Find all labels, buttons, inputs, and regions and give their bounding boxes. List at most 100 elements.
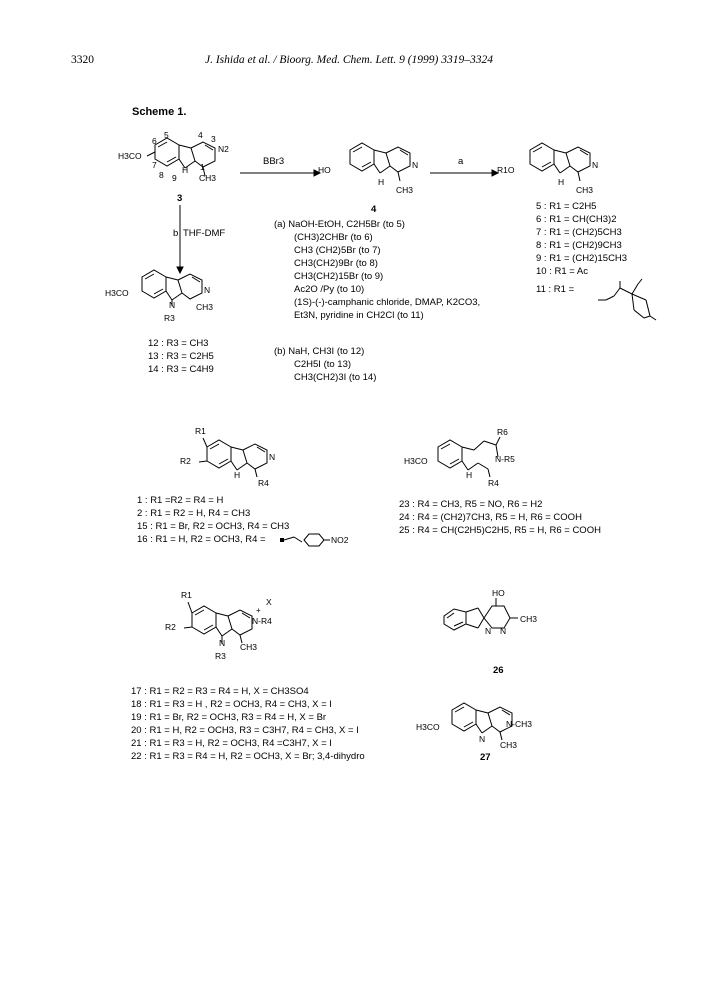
condition-line: (CH3)2CHBr (to 6) <box>294 232 373 243</box>
atom-h3co-12: H3CO <box>105 288 129 298</box>
atom-n-26-a: N <box>485 626 492 636</box>
atom-x-17: X <box>266 597 272 607</box>
atom-ch3-5: CH3 <box>576 185 594 195</box>
running-title: J. Ishida et al. / Bioorg. Med. Chem. Le… <box>205 54 493 66</box>
atom-h3co-23: H3CO <box>404 456 428 466</box>
atom-n-26-b: N <box>500 626 507 636</box>
scheme-title: Scheme 1. <box>132 106 187 118</box>
condition-line: (1S)-(-)-camphanic chloride, DMAP, K2CO3… <box>294 297 481 308</box>
compound-label-4: 4 <box>371 204 377 215</box>
atom-r4-23: R4 <box>488 478 499 488</box>
list-item: 6 : R1 = CH(CH3)2 <box>536 214 617 225</box>
atom-nr5-23: N-R5 <box>495 454 515 464</box>
condition-line: Et3N, pyridine in CH2Cl (to 11) <box>294 310 424 321</box>
arrow-label-a: a <box>458 156 464 167</box>
atom-nch3-27: N-CH3 <box>506 719 532 729</box>
structure-compound-26 <box>443 598 518 631</box>
structure-compound-3 <box>146 137 216 177</box>
nitrostyryl-structure <box>280 533 330 547</box>
arrow-b-reagent: THF-DMF <box>183 228 226 239</box>
arrow-label-bbr3: BBr3 <box>263 156 285 167</box>
atom-n-5: N <box>592 160 599 170</box>
list-item: 22 : R1 = R3 = R4 = H, R2 = OCH3, X = Br… <box>131 751 365 762</box>
list-compounds-17-22: 17 : R1 = R2 = R3 = R4 = H, X = CH3SO4 1… <box>131 685 365 763</box>
list-item: 24 : R4 = (CH2)7CH3, R5 = H, R6 = COOH <box>399 512 582 523</box>
arrow-b <box>176 205 184 275</box>
atom-num5-3: 5 <box>164 130 169 140</box>
list-item: 17 : R1 = R2 = R3 = R4 = H, X = CH3SO4 <box>131 686 309 697</box>
page-number: 3320 <box>71 54 94 66</box>
list-item: 15 : R1 = Br, R2 = OCH3, R4 = CH3 <box>137 521 290 532</box>
structure-compound-5-11 <box>529 142 591 182</box>
list-item: 12 : R3 = CH3 <box>148 338 209 349</box>
atom-r1-17: R1 <box>181 590 192 600</box>
list-item: 5 : R1 = C2H5 <box>536 201 597 212</box>
atom-num1-3: 1 <box>200 162 205 172</box>
atom-n9-27: N <box>479 734 486 744</box>
atom-h-23: H <box>466 470 473 480</box>
condition-line: CH3(CH2)3I (to 14) <box>294 372 377 383</box>
atom-n-1: N <box>269 452 276 462</box>
atom-n9-12: N <box>169 300 176 310</box>
condition-line: CH3(CH2)15Br (to 9) <box>294 271 384 282</box>
list-item: 23 : R4 = CH3, R5 = NO, R6 = H2 <box>399 499 543 510</box>
atom-r3-12: R3 <box>164 313 175 323</box>
condition-line: C2H5I (to 13) <box>294 359 352 370</box>
atom-num3-3: 3 <box>211 134 216 144</box>
atom-h3co-27: H3CO <box>416 722 440 732</box>
atom-ch3-17: CH3 <box>240 642 258 652</box>
atom-num6-3: 6 <box>152 136 157 146</box>
atom-ch3-27: CH3 <box>500 740 518 750</box>
atom-no2-16: NO2 <box>331 535 349 545</box>
list-compounds-23-25: 23 : R4 = CH3, R5 = NO, R6 = H2 24 : R4 … <box>399 498 601 537</box>
atom-h-1: H <box>234 470 241 480</box>
conditions-a: (a) NaOH-EtOH, C2H5Br (to 5) (CH3)2CHBr … <box>274 218 480 322</box>
list-item: 10 : R1 = Ac <box>536 266 589 277</box>
atom-plus-17: + <box>256 606 261 615</box>
condition-line: CH3 (CH2)5Br (to 7) <box>294 245 381 256</box>
condition-line: Ac2O /Py (to 10) <box>294 284 365 295</box>
structure-compound-12-14 <box>141 269 203 306</box>
atom-h-4: H <box>378 177 385 187</box>
list-item: 2 : R1 = R2 = H, R4 = CH3 <box>137 508 251 519</box>
atom-ch3-26: CH3 <box>520 614 538 624</box>
structure-compound-17-22 <box>183 601 253 644</box>
atom-num7-3: 7 <box>152 160 157 170</box>
list-item: 18 : R1 = R3 = H , R2 = OCH3, R4 = CH3, … <box>131 699 332 710</box>
list-item: 16 : R1 = H, R2 = OCH3, R4 = <box>137 534 266 545</box>
atom-ho-26: HO <box>492 588 505 598</box>
structure-compound-4 <box>349 142 411 182</box>
structure-compound-23-25 <box>437 436 501 478</box>
conditions-b: (b) NaH, CH3I (to 12) C2H5I (to 13) CH3(… <box>274 345 376 384</box>
atom-h-3: H <box>182 165 189 175</box>
list-item: 8 : R1 = (CH2)9CH3 <box>536 240 622 251</box>
atom-h-5: H <box>558 177 565 187</box>
atom-h3co-3: H3CO <box>118 151 142 161</box>
atom-r1-1: R1 <box>195 426 206 436</box>
atom-num4-3: 4 <box>198 130 203 140</box>
atom-num9-3: 9 <box>172 173 177 183</box>
atom-r1o: R1O <box>497 165 515 175</box>
compound-label-26: 26 <box>493 665 504 676</box>
atom-r2-1: R2 <box>180 456 191 466</box>
condition-line: CH3(CH2)9Br (to 8) <box>294 258 378 269</box>
list-products-5-11: 5 : R1 = C2H5 6 : R1 = CH(CH3)2 7 : R1 =… <box>536 200 627 296</box>
atom-r3-17: R3 <box>215 651 226 661</box>
atom-n-4: N <box>412 160 419 170</box>
list-products-12-14: 12 : R3 = CH3 13 : R3 = C2H5 14 : R3 = C… <box>148 337 214 376</box>
camphanate-structure <box>598 278 657 321</box>
atom-num8-3: 8 <box>159 170 164 180</box>
atom-nr4-17: N-R4 <box>252 616 272 626</box>
list-item: 21 : R1 = R3 = H, R2 = OCH3, R4 =C3H7, X… <box>131 738 332 749</box>
atom-r2-17: R2 <box>165 622 176 632</box>
condition-line: (a) NaOH-EtOH, C2H5Br (to 5) <box>274 219 405 230</box>
list-item: 11 : R1 = <box>536 284 575 295</box>
condition-line: (b) NaH, CH3I (to 12) <box>274 346 365 357</box>
atom-n9-17: N <box>219 638 226 648</box>
atom-n-12: N <box>204 285 211 295</box>
atom-ch3-3: CH3 <box>199 173 217 183</box>
list-item: 20 : R1 = H, R2 = OCH3, R3 = C3H7, R4 = … <box>131 725 359 736</box>
arrow-label-b: b <box>173 228 179 239</box>
list-item: 7 : R1 = (CH2)5CH3 <box>536 227 622 238</box>
structure-compound-27 <box>451 702 513 741</box>
